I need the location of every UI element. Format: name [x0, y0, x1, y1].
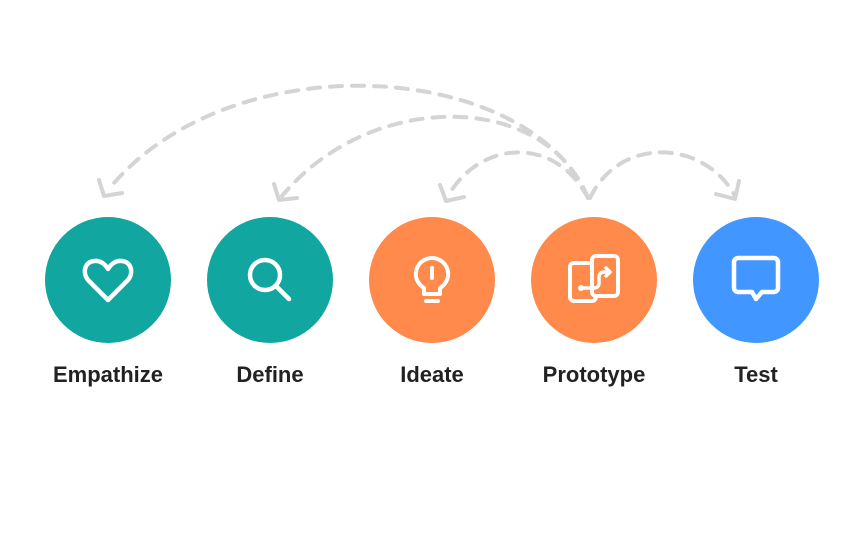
arrowhead-define — [272, 182, 299, 202]
stage-empathize-label: Empathize — [52, 362, 164, 387]
stage-define-label: Define — [236, 362, 304, 387]
arrow-prototype-to-ideate — [446, 150, 590, 200]
heart-icon — [82, 258, 134, 303]
arrow-prototype-to-define — [280, 114, 590, 200]
stage-ideate-circle — [369, 217, 495, 343]
stage-prototype-label: Prototype — [542, 362, 646, 387]
prototype-screens-icon — [568, 254, 620, 303]
arrowhead-empathize — [97, 178, 124, 198]
stage-test-label: Test — [734, 362, 778, 387]
stage-test-circle — [693, 217, 819, 343]
stage-ideate-label: Ideate — [400, 362, 464, 387]
stage-define-circle — [207, 217, 333, 343]
arrow-prototype-to-test — [588, 150, 737, 200]
arrowhead-ideate — [438, 183, 466, 203]
search-icon — [247, 257, 292, 302]
stage-empathize-circle — [45, 217, 171, 343]
arrowhead-test — [714, 179, 741, 201]
chat-bubble-icon — [731, 255, 781, 302]
stage-prototype-circle — [531, 217, 657, 343]
lightbulb-icon — [413, 256, 451, 303]
